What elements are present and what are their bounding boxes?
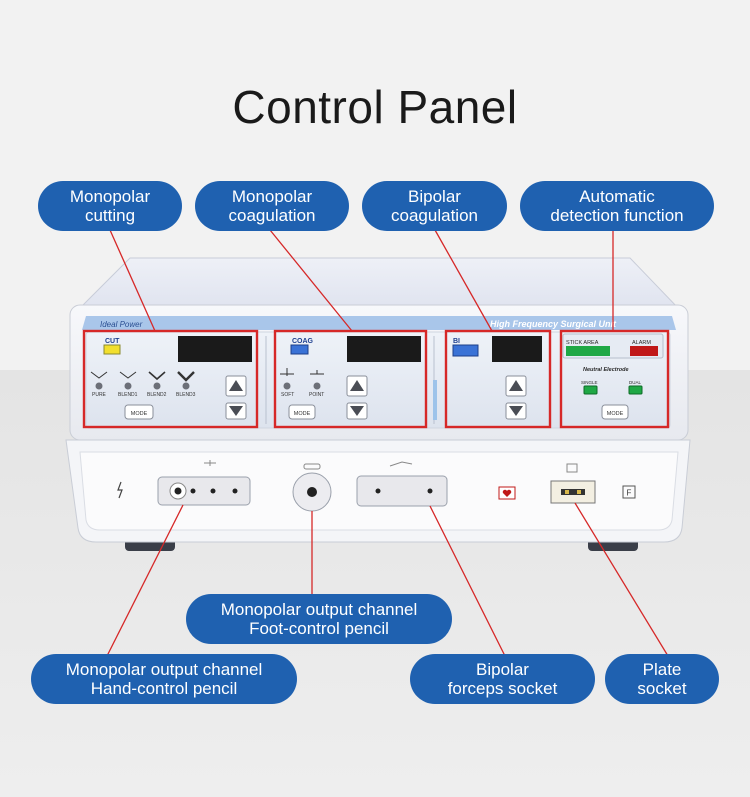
dual-label: DUAL (629, 380, 642, 385)
callout-line2: forceps socket (447, 679, 558, 698)
cut-mode-blend3: BLEND3 (176, 392, 196, 398)
coag-mode-point: POINT (309, 392, 324, 398)
callout-line1: Monopolar (231, 187, 313, 206)
callout-monopolar-coagulation: Monopolar coagulation (195, 181, 349, 231)
cut-mode-button-label: MODE (131, 411, 148, 417)
callout-bipolar-forceps-socket: Bipolar forceps socket (410, 654, 595, 704)
f-label: F (627, 489, 632, 498)
callout-line1: Monopolar output channel (65, 660, 263, 679)
callout-line2: Hand-control pencil (90, 679, 238, 698)
cut-mode-blend1: BLEND1 (118, 392, 138, 398)
alarm-mode-button[interactable] (601, 404, 629, 420)
callout-line2: cutting (84, 206, 136, 225)
stick-area-label: STICK AREA (566, 340, 599, 346)
single-label: SINGLE (581, 380, 598, 385)
callout-hand-control-pencil: Monopolar output channel Hand-control pe… (31, 654, 297, 704)
bipolar-forceps-socket-device[interactable] (356, 475, 448, 507)
coag-label: COAG (292, 338, 314, 345)
alarm-mode-button-label: MODE (607, 411, 624, 417)
callout-line2: coagulation (228, 206, 316, 225)
coag-mode-button-label: MODE (294, 411, 311, 417)
coag-mode-indicators (280, 368, 324, 390)
cut-mode-pure: PURE (92, 392, 107, 398)
callout-bipolar-coagulation: Bipolar coagulation (362, 181, 507, 231)
cut-mode-button[interactable] (124, 404, 154, 420)
coag-mode-button[interactable] (288, 404, 316, 420)
bi-display (492, 336, 542, 362)
dual-indicator (628, 385, 643, 395)
unit-name-label: High Frequency Surgical Unit (490, 319, 617, 329)
callout-line2: socket (637, 679, 687, 698)
callout-line1: Monopolar (69, 187, 151, 206)
callout-line1: Automatic (579, 187, 655, 206)
callout-line2: coagulation (391, 206, 478, 225)
alarm-indicator (630, 346, 658, 356)
alarm-label: ALARM (632, 340, 651, 346)
page-title: Control Panel (232, 81, 518, 133)
cut-mode-indicators (90, 371, 195, 390)
callout-line1: Bipolar (476, 660, 529, 679)
lightning-icon (117, 481, 123, 499)
callout-automatic-detection: Automatic detection function (520, 181, 714, 231)
coag-mode-soft: SOFT (281, 392, 294, 398)
cut-display (178, 336, 252, 362)
callout-line1: Bipolar (408, 187, 461, 206)
cut-label: CUT (105, 338, 120, 345)
callout-foot-control-pencil: Monopolar output channel Foot-control pe… (186, 594, 452, 644)
coag-key[interactable] (290, 344, 309, 355)
callout-line2: detection function (550, 206, 684, 225)
callout-line1: Plate (642, 660, 682, 679)
brand-label: Ideal Power (100, 320, 143, 329)
cut-mode-blend2: BLEND2 (147, 392, 167, 398)
bi-label: BI (453, 338, 460, 345)
coag-display (347, 336, 421, 362)
single-indicator (583, 385, 598, 395)
stick-area-indicator (566, 346, 610, 356)
cut-key[interactable] (103, 344, 121, 355)
neutral-electrode-label: Neutral Electrode (583, 367, 629, 373)
callout-plate-socket: Plate socket (605, 654, 719, 704)
callout-monopolar-cutting: Monopolar cutting (38, 181, 182, 231)
callout-line1: Monopolar output channel (220, 600, 418, 619)
callout-line2: Foot-control pencil (249, 619, 389, 638)
bi-key[interactable] (452, 344, 479, 357)
